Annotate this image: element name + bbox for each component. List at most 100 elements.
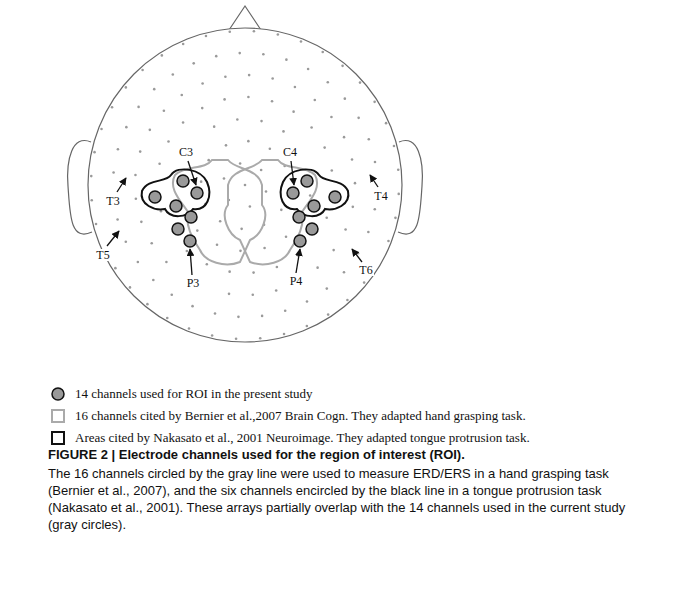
- electrode-dot: [247, 140, 250, 143]
- electrode-dot: [367, 231, 370, 234]
- legend-text: 14 channels used for ROI in the present …: [75, 386, 313, 402]
- electrode-dot: [248, 74, 251, 77]
- roi-channel: [184, 235, 196, 247]
- electrode-dot: [306, 300, 309, 303]
- electrode-label: C4: [282, 146, 298, 158]
- electrode-dot: [283, 333, 286, 336]
- electrode-dot: [327, 313, 330, 316]
- electrode-dot: [236, 118, 239, 121]
- electrode-dot: [139, 150, 142, 153]
- legend-text: Areas cited by Nakasato et al., 2001 Neu…: [75, 430, 530, 446]
- electrode-dot: [363, 281, 366, 284]
- electrode-dot: [330, 116, 333, 119]
- electrode-dot: [214, 312, 217, 315]
- electrode-dot: [186, 250, 189, 253]
- electrode-dot: [172, 73, 175, 76]
- electrode-label: T4: [373, 190, 388, 202]
- electrode-dot: [374, 161, 377, 164]
- roi-channel: [191, 187, 203, 199]
- electrode-label: P3: [186, 277, 201, 289]
- electrode-dot: [373, 208, 376, 211]
- electrode-dot: [165, 261, 168, 264]
- electrode-dot: [237, 316, 240, 319]
- electrode-dot: [247, 96, 250, 99]
- leader-arrows: [107, 161, 378, 275]
- electrode-label: P4: [289, 275, 304, 287]
- electrode-dot: [200, 180, 203, 183]
- electrode-dot: [352, 206, 355, 209]
- electrode-dot: [387, 240, 390, 243]
- electrode-label: T3: [105, 195, 120, 207]
- electrode-dot: [213, 125, 216, 128]
- electrode-dot: [373, 101, 376, 104]
- electrode-dot: [90, 175, 93, 178]
- electrode-dot: [285, 58, 288, 61]
- electrode-dot: [228, 30, 231, 33]
- electrode-dot: [137, 106, 140, 109]
- electrode-dot: [259, 337, 262, 340]
- electrode-dot: [225, 144, 228, 147]
- roi-channel: [293, 211, 305, 223]
- roi-channel: [294, 235, 306, 247]
- electrode-dot: [129, 286, 132, 289]
- electrode-dot: [125, 86, 128, 89]
- electrode-dot: [385, 122, 388, 125]
- electrode-dot: [216, 243, 219, 246]
- roi-channel: [149, 191, 161, 203]
- bernier-region: [225, 160, 317, 264]
- electrode-dot: [188, 327, 191, 330]
- electrode-dot: [211, 334, 214, 337]
- electrode-dot: [282, 130, 285, 133]
- roi-channel: [306, 223, 318, 235]
- electrode-dot: [116, 218, 119, 221]
- electrode-dot: [310, 126, 313, 129]
- electrode-dot: [161, 54, 164, 57]
- bernier-region: [173, 160, 265, 264]
- electrode-dot: [167, 140, 170, 143]
- electrode-dot: [215, 55, 218, 58]
- electrode-dot: [285, 235, 288, 238]
- electrode-dot: [191, 305, 194, 308]
- electrode-dot: [134, 174, 137, 177]
- electrode-dot: [150, 242, 153, 245]
- legend-square: [52, 410, 64, 422]
- electrode-dot: [326, 81, 329, 84]
- electrode-dot: [125, 126, 128, 129]
- electrode-dot: [149, 129, 152, 132]
- electrode-dot: [223, 177, 226, 180]
- electrode-dot: [343, 136, 346, 139]
- roi-channel: [170, 200, 182, 212]
- electrode-dot: [284, 309, 287, 312]
- electrode-dot: [235, 337, 238, 340]
- electrode-dot: [219, 220, 222, 223]
- electrode-dot: [354, 182, 357, 185]
- electrode-dot: [249, 205, 252, 208]
- roi-channel: [177, 175, 189, 187]
- electrode-dot: [238, 52, 241, 55]
- figure-caption: The 16 channels circled by the gray line…: [48, 466, 648, 534]
- electrode-dot: [90, 199, 93, 202]
- electrode-dot: [224, 75, 227, 78]
- electrode-dot: [368, 138, 371, 141]
- roi-channel: [308, 200, 320, 212]
- electrode-label: T5: [95, 249, 110, 261]
- electrode-dot: [100, 128, 103, 131]
- head-outline: [88, 28, 402, 342]
- roi-channel: [287, 187, 299, 199]
- electrode-dot: [140, 221, 143, 224]
- electrode-dots: [90, 30, 400, 340]
- electrode-dot: [275, 289, 278, 292]
- electrode-dot: [309, 194, 312, 197]
- electrode-dot: [228, 293, 231, 296]
- electrode-dot: [397, 193, 400, 196]
- roi-channel: [329, 191, 341, 203]
- electrode-dot: [95, 223, 98, 226]
- electrode-dot: [182, 121, 185, 124]
- electrode-dot: [316, 266, 319, 269]
- electrode-dot: [260, 169, 263, 172]
- nakasato-region: [281, 169, 349, 216]
- electrode-dot: [201, 107, 204, 110]
- electrode-dot: [192, 62, 195, 65]
- electrode-dot: [261, 315, 264, 318]
- electrode-dot: [326, 287, 329, 290]
